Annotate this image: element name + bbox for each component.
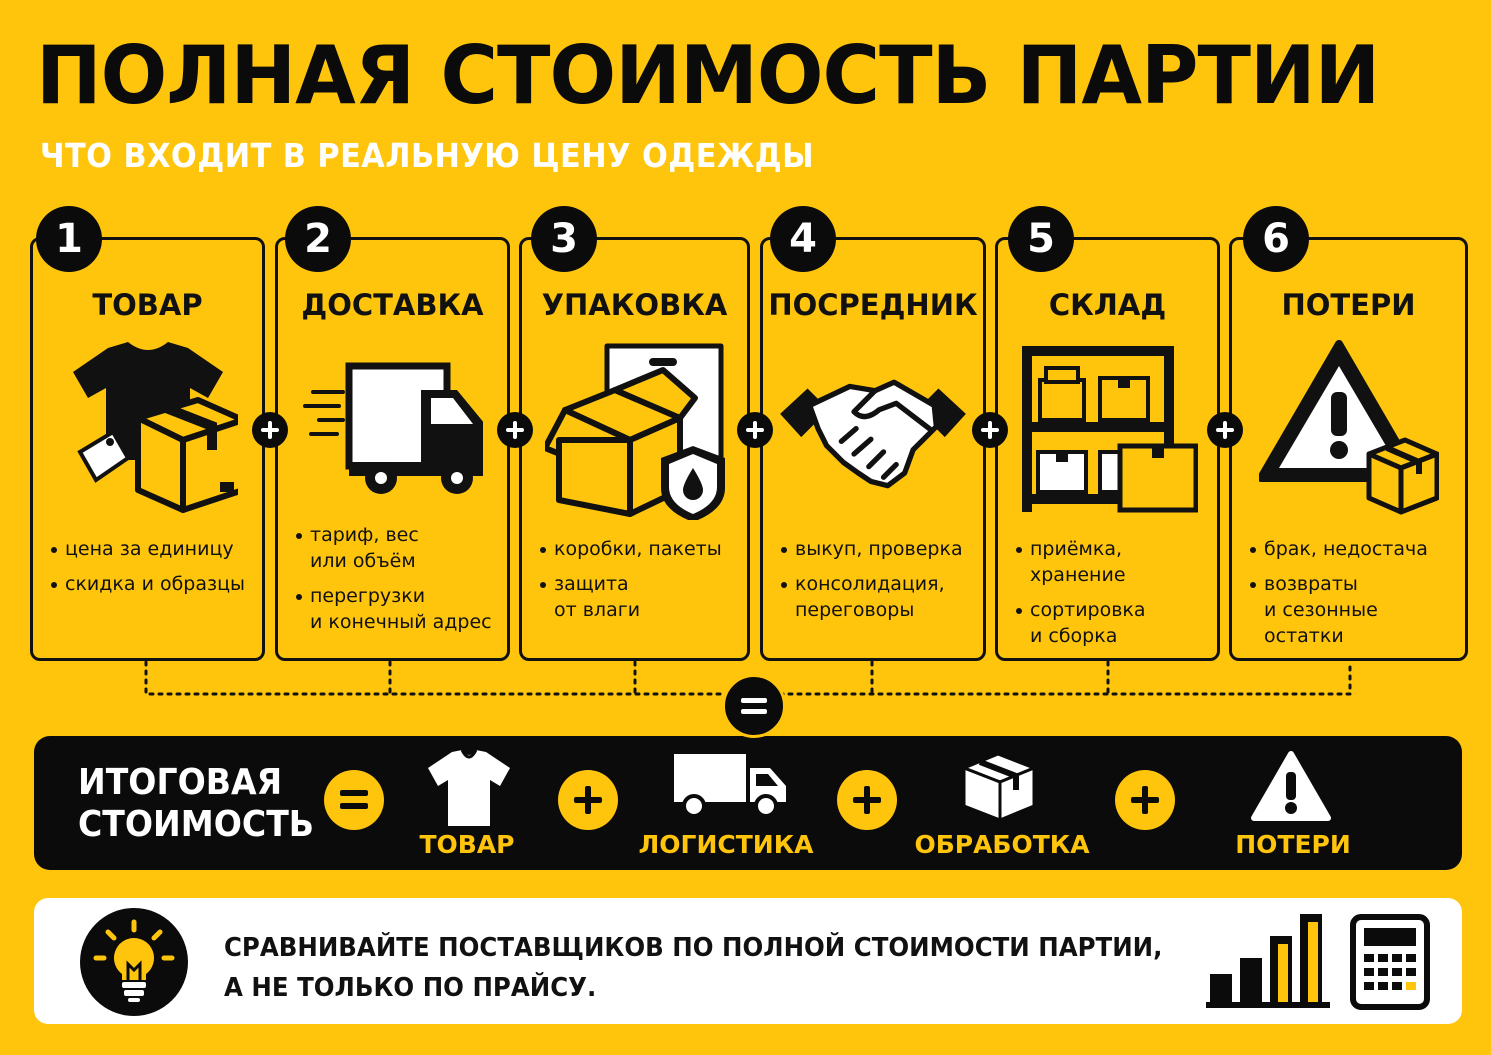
bullet-item: цена за единицу xyxy=(49,536,254,562)
plus-icon xyxy=(837,770,897,830)
step-title: ДОСТАВКА xyxy=(301,288,484,322)
equals-icon xyxy=(324,770,384,830)
step-title: УПАКОВКА xyxy=(541,288,728,322)
total-cost-label: ИТОГОВАЯ СТОИМОСТЬ xyxy=(78,762,315,845)
plus-icon xyxy=(252,412,288,448)
step-number-badge: 6 xyxy=(1243,206,1309,272)
delivery-truck-icon xyxy=(302,362,483,494)
tip-bar: СРАВНИВАЙТЕ ПОСТАВЩИКОВ ПО ПОЛНОЙ СТОИМО… xyxy=(34,898,1462,1024)
step-bullets: выкуп, проверка консолидация, переговоры xyxy=(779,536,975,632)
page-subtitle: ЧТО ВХОДИТ В РЕАЛЬНУЮ ЦЕНУ ОДЕЖДЫ xyxy=(40,136,815,175)
bullet-item: скидка и образцы xyxy=(49,571,254,597)
bullet-item: перегрузки и конечный адрес xyxy=(294,583,499,635)
bullet-item: приёмка, хранение xyxy=(1014,536,1209,588)
step-number-badge: 1 xyxy=(36,206,102,272)
tshirt-icon xyxy=(428,749,510,826)
step-number-badge: 3 xyxy=(531,206,597,272)
term-label: ОБРАБОТКА xyxy=(914,830,1090,859)
step-bullets: цена за единицу скидка и образцы xyxy=(49,536,254,606)
plus-icon xyxy=(1115,770,1175,830)
plus-icon xyxy=(972,412,1008,448)
step-bullets: коробки, пакеты защита от влаги xyxy=(538,536,739,632)
step-number-badge: 4 xyxy=(770,206,836,272)
bullet-item: выкуп, проверка xyxy=(779,536,975,562)
equals-icon xyxy=(722,674,786,738)
bullet-item: защита от влаги xyxy=(538,571,739,623)
plus-icon xyxy=(1207,412,1243,448)
bullet-item: коробки, пакеты xyxy=(538,536,739,562)
total-cost-bar: ИТОГОВАЯ СТОИМОСТЬ ТОВАР ЛОГИСТИКА ОБРАБ… xyxy=(34,736,1462,870)
step-number-badge: 5 xyxy=(1008,206,1074,272)
step-card-6: ПОТЕРИ брак, недостача возвраты и сезонн… xyxy=(1229,237,1468,661)
plus-icon xyxy=(558,770,618,830)
plus-icon xyxy=(497,412,533,448)
truck-icon xyxy=(674,754,786,818)
bullet-item: возвраты и сезонные остатки xyxy=(1248,571,1457,649)
page-title: ПОЛНАЯ СТОИМОСТЬ ПАРТИИ xyxy=(36,29,1380,122)
step-card-5: СКЛАД приёмка, хранение сортировка и сбо… xyxy=(995,237,1220,661)
step-card-1: ТОВАР цена за единицу скидка и образцы xyxy=(30,237,265,661)
lightbulb-icon xyxy=(80,908,188,1016)
step-number-badge: 2 xyxy=(285,206,351,272)
step-card-4: ПОСРЕДНИК выкуп, проверка консолидация, … xyxy=(760,237,986,661)
plus-icon xyxy=(737,412,773,448)
warning-icon xyxy=(1251,751,1331,821)
tshirt-box-tag-icon xyxy=(72,342,238,513)
warehouse-shelves-icon xyxy=(1021,346,1198,513)
tip-text: СРАВНИВАЙТЕ ПОСТАВЩИКОВ ПО ПОЛНОЙ СТОИМО… xyxy=(224,933,1163,1003)
bullet-item: тариф, вес или объём xyxy=(294,522,499,574)
step-title: ПОСРЕДНИК xyxy=(768,288,978,322)
term-label: ТОВАР xyxy=(419,830,515,859)
step-title: ТОВАР xyxy=(92,288,203,322)
box-icon xyxy=(960,752,1038,822)
step-title: ПОТЕРИ xyxy=(1281,288,1416,322)
step-card-3: УПАКОВКА коробки, пакеты защита от влаги xyxy=(519,237,750,661)
handshake-icon xyxy=(780,379,966,489)
term-label: ЛОГИСТИКА xyxy=(638,830,814,859)
term-label: ПОТЕРИ xyxy=(1235,830,1351,859)
step-card-2: ДОСТАВКА тариф, вес или объём перегрузки… xyxy=(275,237,510,661)
bullet-item: консолидация, переговоры xyxy=(779,571,975,623)
calculator-icon xyxy=(1350,914,1430,1010)
step-bullets: брак, недостача возвраты и сезонные оста… xyxy=(1248,536,1457,658)
warning-box-icon xyxy=(1258,340,1439,515)
step-title: СКЛАД xyxy=(1048,288,1167,322)
step-bullets: тариф, вес или объём перегрузки и конечн… xyxy=(294,522,499,644)
bar-chart-icon xyxy=(1206,914,1330,1008)
packaging-box-bag-icon xyxy=(544,343,725,520)
bullet-item: сортировка и сборка xyxy=(1014,597,1209,649)
step-bullets: приёмка, хранение сортировка и сборка xyxy=(1014,536,1209,658)
bullet-item: брак, недостача xyxy=(1248,536,1457,562)
